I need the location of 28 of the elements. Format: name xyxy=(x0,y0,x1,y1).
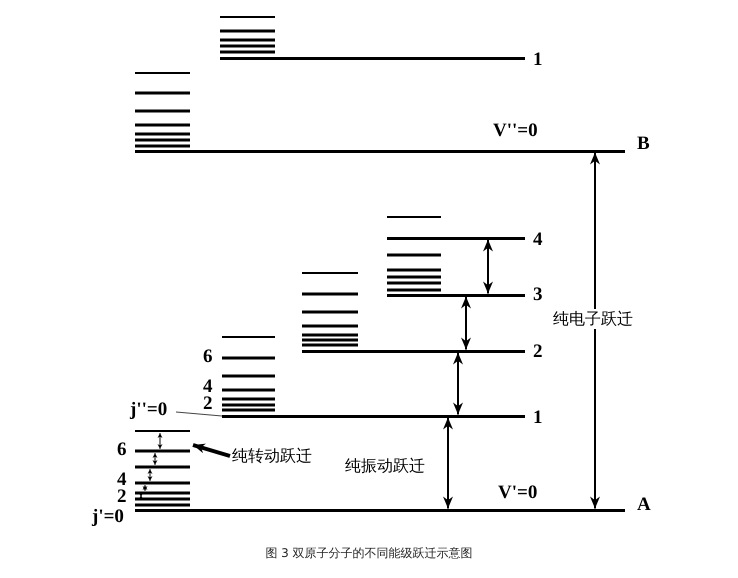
leader-line xyxy=(176,412,222,416)
level-label: V''=0 xyxy=(493,121,538,141)
caption: 图 3 双原子分子的不同能级跃迁示意图 xyxy=(265,546,473,560)
rotational-level-ladder xyxy=(135,430,190,506)
level-label: A xyxy=(637,495,651,515)
double-arrow xyxy=(453,352,463,414)
level-label: 4 xyxy=(117,470,126,490)
level-label: 1 xyxy=(533,50,542,70)
edge-label: 纯电子跃迁 xyxy=(553,309,633,329)
arrow xyxy=(192,443,231,458)
double-arrow xyxy=(590,152,600,508)
level-label: j'=0 xyxy=(92,507,124,527)
level-label: 2 xyxy=(203,394,212,414)
level-label: 4 xyxy=(533,230,542,250)
double-arrow xyxy=(483,240,493,294)
double-arrow xyxy=(461,296,471,350)
double-arrow xyxy=(443,418,453,508)
level-label: 2 xyxy=(117,487,126,507)
level-label: 1 xyxy=(533,408,542,428)
level-label: 6 xyxy=(203,347,212,367)
level-label: j''=0 xyxy=(130,400,178,420)
level-label: 4 xyxy=(203,377,212,397)
edge-label: 纯振动跃迁 xyxy=(345,456,425,476)
level-label: 6 xyxy=(117,440,126,460)
level-label: 3 xyxy=(533,285,542,305)
level-label: B xyxy=(637,134,650,154)
level-label: 2 xyxy=(533,342,542,362)
level-label: V'=0 xyxy=(498,483,538,503)
